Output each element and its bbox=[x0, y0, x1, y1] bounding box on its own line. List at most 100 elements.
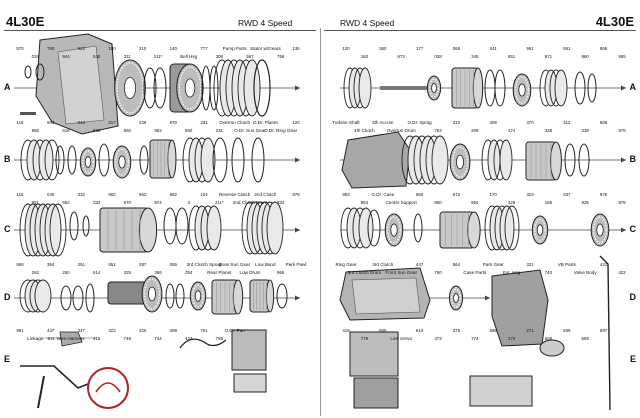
pump-gear-944-teeth bbox=[116, 62, 144, 114]
right-callout: 421 bbox=[600, 262, 608, 267]
left-callout: 965 bbox=[277, 270, 285, 275]
right-callout: O.Dr. Sprag bbox=[407, 120, 432, 125]
left-callout: 231 bbox=[216, 128, 224, 133]
ring-262 bbox=[85, 283, 95, 313]
third-clutch-plate bbox=[499, 205, 515, 251]
ring-210 bbox=[209, 65, 219, 111]
left-callout: 2nd Clutch bbox=[254, 192, 276, 197]
od-planet-hub bbox=[118, 155, 126, 169]
ring-gear-r-teeth bbox=[534, 218, 546, 242]
left-callout: Park Pawl bbox=[286, 262, 307, 267]
left-callout: Rear Sun Gear bbox=[219, 262, 250, 267]
left-callout: 970 bbox=[170, 120, 178, 125]
left-callout: 416 bbox=[93, 336, 101, 341]
low-band-face bbox=[265, 279, 275, 313]
right-callout: 120 bbox=[342, 46, 350, 51]
left-callout: 962 bbox=[139, 192, 147, 197]
low-servo bbox=[539, 339, 565, 357]
right-callout: 559 bbox=[582, 336, 590, 341]
left-callout: 903 bbox=[47, 120, 55, 125]
left-callout: Overrun Clutch bbox=[219, 120, 250, 125]
left-callout: O.Dr. Ring Gear bbox=[264, 128, 297, 133]
od-case bbox=[341, 131, 411, 189]
left-callout: 211* bbox=[154, 54, 163, 59]
right-callout: Ring Gear bbox=[336, 262, 357, 267]
right-callout: 672 bbox=[453, 192, 461, 197]
left-callout: 231 bbox=[200, 120, 208, 125]
left-callout: 863 bbox=[93, 128, 101, 133]
left-callout: 136 bbox=[292, 46, 300, 51]
ring-865 bbox=[72, 285, 84, 311]
left-callout: 744 bbox=[154, 336, 162, 341]
right-callout: Valve Body bbox=[574, 270, 598, 275]
right-callout: 418 bbox=[342, 328, 350, 333]
left-callout: 551 bbox=[108, 262, 116, 267]
valve-body-plate bbox=[349, 331, 399, 377]
right-callout: 321 bbox=[526, 262, 534, 267]
left-callout: 229 bbox=[139, 120, 147, 125]
logo-swoosh bbox=[95, 382, 121, 393]
bell-housing-face bbox=[57, 45, 105, 125]
left-callout: 552 bbox=[62, 200, 70, 205]
right-callout: 978 bbox=[618, 200, 626, 205]
right-callout: 925 bbox=[582, 200, 590, 205]
right-callout: Turbine Shaft bbox=[332, 120, 360, 125]
left-callout: 180 bbox=[108, 46, 116, 51]
ext-wire-harness bbox=[179, 338, 227, 349]
overrun-drum-face bbox=[472, 67, 484, 109]
pump-gear-944-hub bbox=[124, 76, 137, 100]
left-callout: 960 bbox=[185, 128, 193, 133]
left-callout: Linkage bbox=[27, 336, 44, 341]
row-label-a-left: A bbox=[4, 82, 11, 92]
left-callout: 325 bbox=[124, 270, 132, 275]
left-callout: O.Dr. Sun Gear bbox=[234, 128, 266, 133]
ring-gear-954-teeth bbox=[387, 216, 401, 244]
center-support-teeth bbox=[452, 146, 469, 178]
left-callout: 570 bbox=[16, 46, 24, 51]
right-callout: 585 bbox=[618, 54, 626, 59]
center-divider bbox=[320, 28, 321, 416]
left-callout: 616 bbox=[62, 128, 70, 133]
rear-sun-gear-teeth bbox=[192, 284, 204, 308]
ring-gear-plates bbox=[358, 207, 374, 249]
left-callout: 043 bbox=[78, 120, 86, 125]
right-callout: 597 bbox=[600, 328, 608, 333]
left-callout: O.Dr. Pan bbox=[225, 328, 246, 333]
left-callout: 120 bbox=[292, 120, 300, 125]
ring-341 bbox=[494, 69, 506, 107]
right-callout: Overrun Drum bbox=[387, 128, 416, 133]
right-callout: 345 bbox=[471, 54, 479, 59]
clutch-plate-c bbox=[206, 205, 222, 251]
left-callout: 523 bbox=[78, 46, 86, 51]
right-callout: 960 bbox=[416, 192, 424, 197]
title-left: 4L30E bbox=[6, 14, 45, 29]
right-callout: 905 bbox=[379, 328, 387, 333]
front-sun-gear-hub bbox=[596, 223, 604, 237]
left-callout: 751 bbox=[200, 328, 208, 333]
right-callout: 551 bbox=[508, 54, 516, 59]
left-callout: 398 bbox=[170, 328, 178, 333]
left-callout: 447 bbox=[47, 328, 55, 333]
left-callout: 040 bbox=[47, 192, 55, 197]
od-sun-gear-hub bbox=[84, 156, 92, 168]
ring-119 bbox=[55, 145, 65, 175]
left-callout: 384 bbox=[47, 262, 55, 267]
od-case-clutch bbox=[431, 135, 449, 185]
left-callout: 334 bbox=[277, 200, 285, 205]
left-callout: O.Dr. Planet bbox=[253, 120, 279, 125]
ring-585 bbox=[587, 73, 597, 103]
overrun-clutch-plate bbox=[38, 139, 54, 181]
left-callout: 211* bbox=[215, 200, 224, 205]
row-label-e-right: E bbox=[629, 354, 636, 364]
left-callout: 311 bbox=[124, 54, 132, 59]
right-callout: 961 bbox=[526, 46, 534, 51]
right-callout: 338 bbox=[545, 128, 553, 133]
right-callout: 185 bbox=[545, 200, 553, 205]
park-gear-hub bbox=[453, 293, 459, 303]
third-clutch-sprag bbox=[34, 279, 52, 313]
right-callout: 860 bbox=[582, 54, 590, 59]
right-callout: 509 bbox=[563, 328, 571, 333]
clutch-plate-a bbox=[243, 59, 261, 117]
front-sun-gear-teeth bbox=[593, 216, 607, 244]
second-clutch-drum-face bbox=[138, 207, 158, 253]
